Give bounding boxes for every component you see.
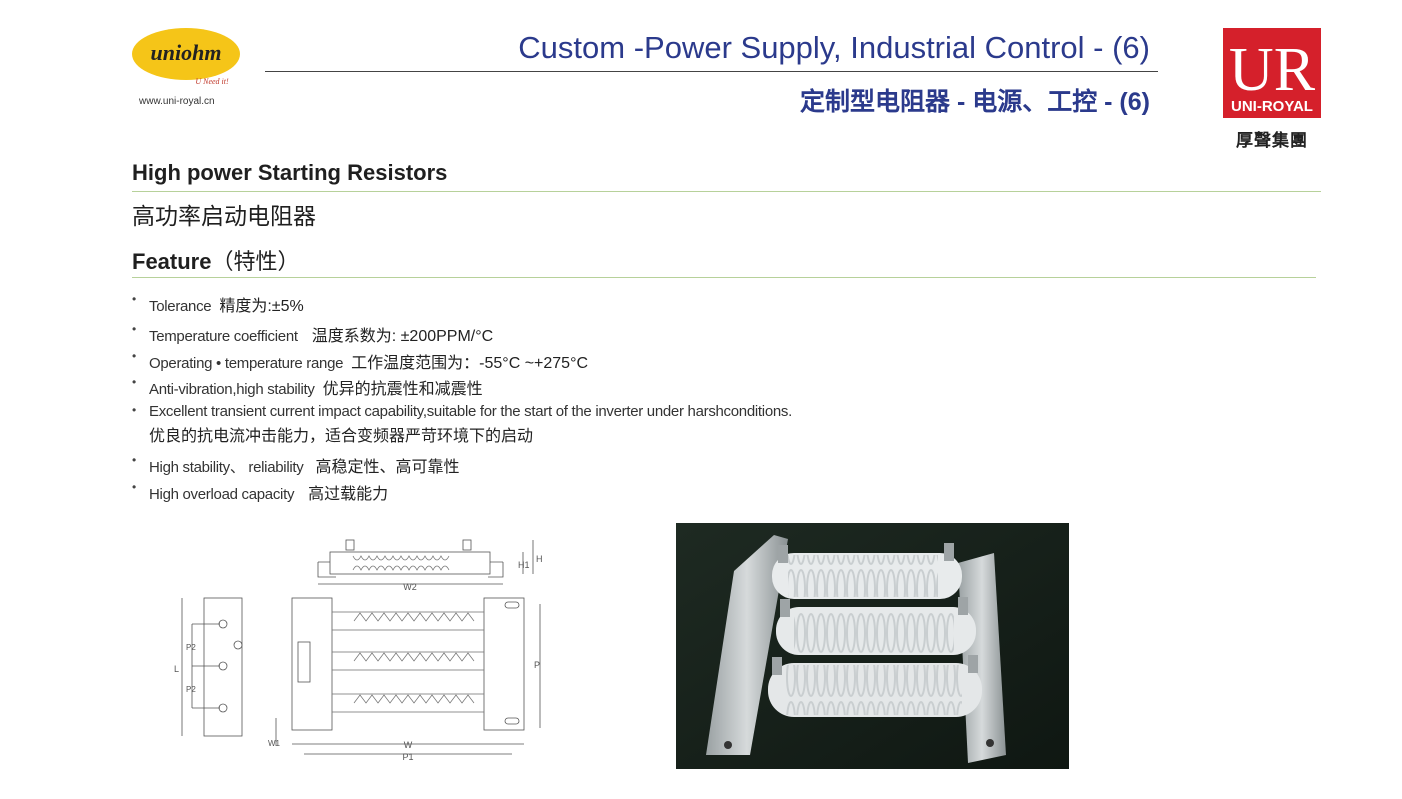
feature-cn: 高过载能力 [308, 486, 389, 503]
side-view: L P2 P2 [174, 597, 243, 737]
header-divider [265, 71, 1158, 72]
feature-heading: Feature（特性） [132, 244, 300, 276]
feature-en: Excellent transient current impact capab… [149, 403, 792, 420]
feature-item: Anti-vibration,high stability 优异的抗震性和减震性 [132, 375, 1032, 403]
ur-mark: UR [1229, 36, 1316, 104]
section-divider [132, 191, 1321, 192]
feature-list: Tolerance 精度为:±5% Temperature coefficient… [132, 292, 1032, 507]
feature-en: Tolerance [149, 298, 212, 315]
uniohm-tagline: U Need it! [195, 77, 229, 86]
uniohm-logo: uniohm U Need it! [132, 28, 240, 86]
label-h1: H1 [518, 560, 530, 570]
feature-heading-cn: （特性） [211, 249, 300, 274]
label-p: P [534, 660, 540, 670]
product-title-en: High power Starting Resistors [132, 160, 448, 185]
label-l: L [174, 664, 179, 674]
label-p2-lower: P2 [186, 685, 196, 694]
label-w: W [404, 740, 413, 750]
front-view: P W P1 W1 [268, 597, 541, 762]
feature-cn: 优良的抗电流冲击能力，适合变频器严苛环境下的启动 [149, 428, 534, 445]
feature-cn: 优异的抗震性和减震性 [322, 381, 483, 398]
feature-cn: 温度系数为: ±200PPM/°C [311, 328, 494, 345]
feature-item: High overload capacity 高过载能力 [132, 480, 1032, 507]
feature-heading-en: Feature [132, 249, 212, 274]
dimension-drawing: W2 H1 H L P2 P2 P W P1 W1 [174, 539, 543, 762]
feature-cn: 高稳定性、高可靠性 [315, 459, 460, 476]
feature-divider [132, 277, 1316, 278]
product-title-cn: 高功率启动电阻器 [132, 203, 316, 229]
uniohm-logo-text: uniohm [151, 40, 222, 65]
label-h: H [536, 554, 543, 564]
label-p2-upper: P2 [186, 643, 196, 652]
feature-cn: 工作温度范围为：-55°C ~+275°C [351, 355, 589, 372]
feature-en: Anti-vibration,high stability [149, 381, 315, 398]
feature-en: High stability、 reliability [149, 459, 304, 476]
label-w1: W1 [268, 739, 281, 748]
feature-item: Tolerance 精度为:±5% [132, 292, 1032, 322]
feature-item: Temperature coefficient 温度系数为: ±200PPM/°C [132, 322, 1032, 349]
feature-en: Operating • temperature range [149, 355, 344, 372]
resistor-tubes [768, 553, 982, 717]
product-photo [676, 523, 1069, 769]
label-p1: P1 [402, 752, 413, 762]
uni-royal-cn-name: 厚聲集團 [1236, 131, 1308, 150]
feature-item: High stability、 reliability 高稳定性、高可靠性 [132, 453, 1032, 480]
feature-item: Operating • temperature range 工作温度范围为：-55… [132, 349, 1032, 375]
uni-royal-logo: UR UNI-ROYAL [1223, 28, 1321, 118]
feature-en: High overload capacity [149, 486, 295, 503]
page-title-en: Custom -Power Supply, Industrial Control… [518, 30, 1150, 65]
website-url: www.uni-royal.cn [139, 96, 215, 107]
label-w2: W2 [403, 582, 417, 592]
feature-item: Excellent transient current impact capab… [132, 403, 1032, 453]
page-title-cn: 定制型电阻器 - 电源、工控 - (6) [800, 88, 1150, 116]
feature-cn: 精度为:±5% [219, 298, 304, 315]
feature-en: Temperature coefficient [149, 328, 298, 345]
uni-royal-name: UNI-ROYAL [1231, 98, 1313, 115]
top-view: W2 H1 H [317, 539, 543, 592]
